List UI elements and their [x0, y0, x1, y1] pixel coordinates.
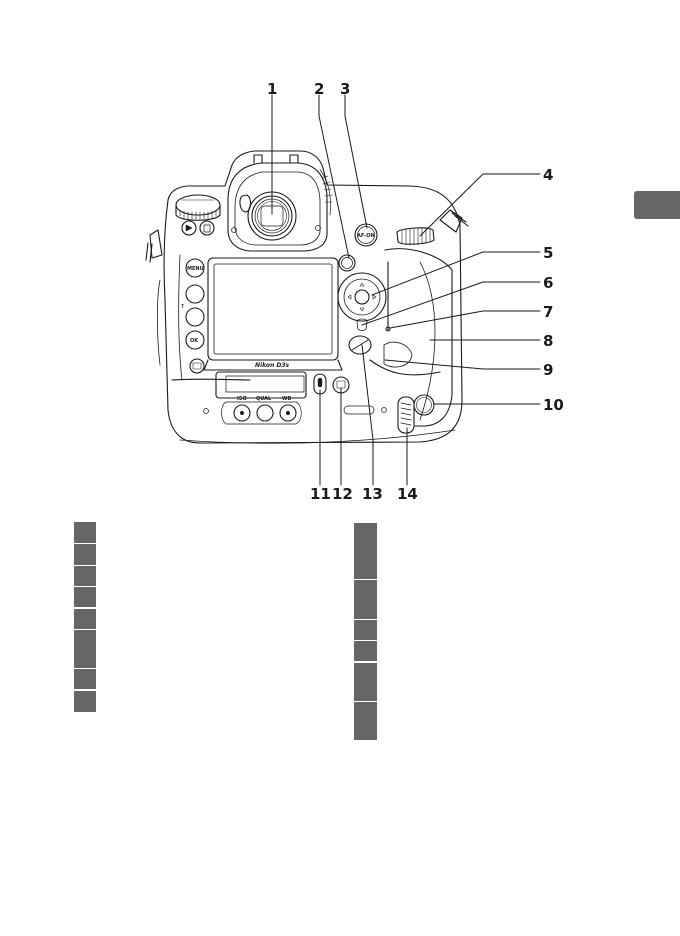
- af-on-button-label: AF-ON: [357, 233, 375, 239]
- legend-number-cell: [74, 587, 96, 607]
- callout-11: 11: [310, 485, 331, 503]
- callout-4: 4: [543, 166, 553, 184]
- legend-number-cell: [74, 522, 96, 543]
- legend-number-cell: [74, 669, 96, 689]
- legend-number-cell: [74, 609, 96, 629]
- callout-6: 6: [543, 274, 553, 292]
- iso-label: ISO: [237, 396, 247, 402]
- ok-button-label: OK: [190, 338, 199, 344]
- legend-number-cell: [354, 620, 377, 640]
- menu-button-label: MENU: [187, 266, 204, 272]
- legend-number-cell: [354, 702, 377, 740]
- qual-label: QUAL: [256, 396, 272, 402]
- callout-8: 8: [543, 332, 553, 350]
- callout-14: 14: [397, 485, 418, 503]
- camera-rear-diagram: MENU OK AF-ON ISO QUAL WB ? Nikon D3s 1 …: [145, 80, 564, 503]
- legend-number-cell: [74, 630, 96, 668]
- callout-7: 7: [543, 303, 553, 321]
- legend-number-cell: [74, 566, 96, 586]
- camera-body-outline: [163, 150, 463, 444]
- legend-number-cell: [74, 691, 96, 712]
- help-label: ?: [181, 304, 184, 310]
- legend-number-cell: [354, 523, 377, 579]
- wb-label: WB: [282, 396, 292, 402]
- callout-1: 1: [267, 80, 277, 98]
- callout-10: 10: [543, 396, 564, 414]
- brand-plate: Nikon D3s: [255, 362, 289, 369]
- callout-5: 5: [543, 244, 553, 262]
- callout-2: 2: [314, 80, 324, 98]
- section-tab-marker: [634, 191, 680, 219]
- callout-12: 12: [332, 485, 353, 503]
- legend-number-cell: [354, 641, 377, 661]
- legend-number-cell: [74, 544, 96, 565]
- callout-9: 9: [543, 361, 553, 379]
- legend-number-cell: [354, 663, 377, 701]
- callout-13: 13: [362, 485, 383, 503]
- legend-number-cell: [354, 580, 377, 619]
- callout-3: 3: [340, 80, 350, 98]
